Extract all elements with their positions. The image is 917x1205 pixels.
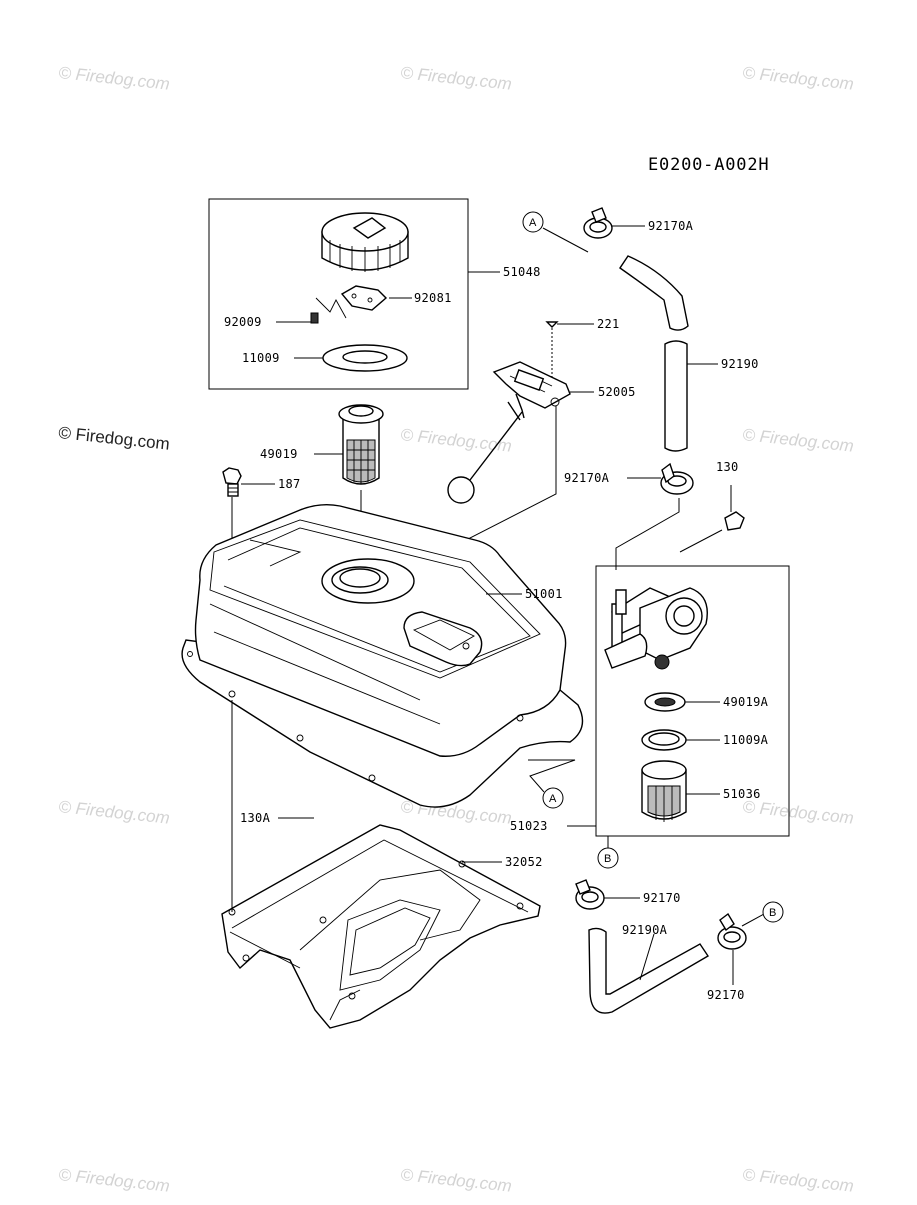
callout-label: 92170A: [564, 471, 610, 485]
watermark: © Firedog.com: [742, 1165, 855, 1196]
chain-plate-part: [340, 285, 388, 311]
callout-label: 11009A: [723, 733, 769, 747]
fuel-cock-group: [567, 565, 790, 837]
ref-marker-a-label: A: [529, 217, 537, 229]
cock-ref-line: B: [597, 836, 619, 869]
ref-marker-a-label: A: [549, 793, 557, 805]
fuel-hose-upper-part: [619, 255, 689, 331]
callout-label: 130: [716, 460, 739, 474]
fuel-hose-part: [664, 340, 688, 452]
watermark: © Firedog.com: [400, 63, 513, 94]
ref-marker-a: [522, 211, 544, 233]
callout-label: 51023: [510, 819, 548, 833]
gauge-float-part: [447, 476, 475, 504]
watermark: © Firedog.com: [742, 425, 855, 456]
watermark: © Firedog.com: [742, 797, 855, 828]
upper-fuel-line-group: A: [522, 207, 718, 570]
ref-marker-b: [762, 901, 784, 923]
lower-fuel-line-group: B: [575, 879, 784, 1014]
cap-chain-part: [315, 297, 347, 319]
callout-label: 49019: [260, 447, 298, 461]
screw-221-part: [545, 321, 559, 328]
screw-part: [310, 312, 319, 324]
watermark: © Firedog.com: [58, 63, 171, 94]
callout-label: 49019A: [723, 695, 769, 709]
fuel-tank-part: [181, 503, 584, 808]
cap-assembly-group: [208, 198, 500, 390]
fuel-hose-lower-part: [588, 927, 709, 1014]
hose-clamp-part: [660, 462, 694, 495]
hose-clamp-part: [575, 879, 605, 910]
cap-assembly-box: [208, 198, 469, 390]
ref-marker-b-label: B: [769, 907, 776, 919]
watermark-feature: © Firedog.com: [58, 423, 171, 454]
callout-label: 187: [278, 477, 301, 491]
callout-label: 51001: [525, 587, 563, 601]
callout-label: 92081: [414, 291, 452, 305]
callout-label: 92170: [707, 988, 745, 1002]
callout-labels: 51048 92081 92009 11009 49019 187 221 52…: [224, 219, 769, 1002]
callout-label: 11009: [242, 351, 280, 365]
callout-label: 92009: [224, 315, 262, 329]
fuel-cock-box: [595, 565, 790, 837]
watermark: © Firedog.com: [58, 797, 171, 828]
ref-marker-b-label: B: [604, 853, 611, 865]
tank-ref-line: A: [528, 759, 576, 809]
callout-label: 92170A: [648, 219, 694, 233]
ref-marker-a: [542, 787, 564, 809]
callout-label: 221: [597, 317, 620, 331]
fuel-cock-part: [604, 587, 708, 670]
callout-label: 51036: [723, 787, 761, 801]
screw-130-part: [679, 485, 745, 553]
callout-label: 52005: [598, 385, 636, 399]
callout-label: 130A: [240, 811, 271, 825]
callout-label: 51048: [503, 265, 541, 279]
diagram-code: E0200-A002H: [648, 155, 769, 175]
fuel-strainer-part: [314, 404, 384, 560]
callout-label: 92190A: [622, 923, 668, 937]
callout-label: 92190: [721, 357, 759, 371]
tank-bracket-part: [221, 700, 541, 1029]
callout-label: 32052: [505, 855, 543, 869]
watermark: © Firedog.com: [58, 1165, 171, 1196]
watermark: © Firedog.com: [400, 1165, 513, 1196]
callout-label: 92170: [643, 891, 681, 905]
hose-clamp-part: [583, 207, 613, 239]
fuel-cap-part: [321, 212, 409, 272]
watermark: © Firedog.com: [400, 425, 513, 456]
hose-clamp-part: [717, 912, 747, 950]
ref-marker-b: [597, 847, 619, 869]
watermark: © Firedog.com: [742, 63, 855, 94]
fuel-cup-part: [641, 760, 687, 822]
